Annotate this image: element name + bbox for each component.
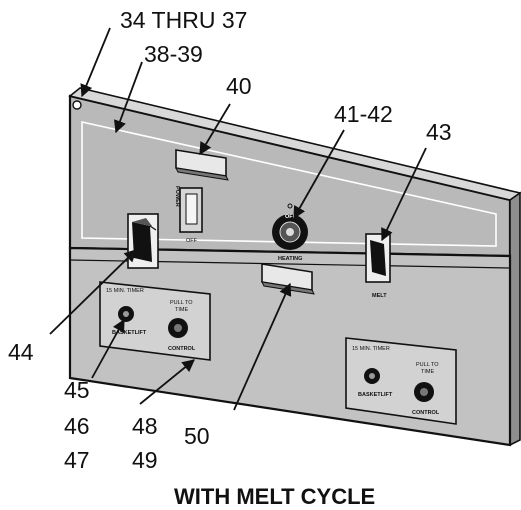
indicator-plate-40 xyxy=(175,149,229,181)
control-right-label: CONTROL xyxy=(412,410,440,416)
callout-40: 40 xyxy=(226,73,252,99)
control-left-label: CONTROL xyxy=(168,346,196,352)
callout-38-39: 38-39 xyxy=(144,41,203,67)
basketlift-left-label: BASKETLIFT xyxy=(112,330,147,336)
callout-48: 48 xyxy=(132,413,158,439)
melt-label: MELT xyxy=(372,293,387,299)
timer-left-label: 15 MIN. TIMER xyxy=(106,288,144,294)
leader-50 xyxy=(233,282,292,411)
leader-38-39 xyxy=(114,61,143,134)
heating-label: HEATING xyxy=(278,256,302,262)
leader-43 xyxy=(381,147,427,242)
leader-41-42 xyxy=(293,129,345,220)
power-switch: POWER OFF xyxy=(174,186,203,244)
inner-panel-outline xyxy=(81,121,497,247)
dial-off-label: OFF xyxy=(285,214,297,220)
callout-50: 50 xyxy=(184,423,210,449)
panel-right-edge xyxy=(509,191,521,447)
figure-caption: WITH MELT CYCLE xyxy=(174,484,375,509)
leader-40 xyxy=(199,103,231,156)
pull-to-time-right-label: PULL TO xyxy=(416,362,439,368)
callout-47: 47 xyxy=(64,447,90,473)
time-right-label: TIME xyxy=(421,369,434,375)
leader-48 xyxy=(139,359,195,405)
leader-44 xyxy=(49,249,137,335)
callout-34-37: 34 THRU 37 xyxy=(120,7,247,33)
time-left-label: TIME xyxy=(175,307,188,313)
callout-43: 43 xyxy=(426,119,452,145)
leader-lines xyxy=(49,27,427,411)
callout-41-42: 41-42 xyxy=(334,101,393,127)
timer-panel-left: 15 MIN. TIMER BASKETLIFT PULL TO TIME CO… xyxy=(99,281,211,361)
power-label: POWER xyxy=(174,186,180,207)
callout-44: 44 xyxy=(8,339,34,365)
timer-right-label: 15 MIN. TIMER xyxy=(352,346,390,352)
pull-to-time-left-label: PULL TO xyxy=(170,300,193,306)
basketlift-right-label: BASKETLIFT xyxy=(358,392,393,398)
callout-46: 46 xyxy=(64,413,90,439)
rocker-switch-44 xyxy=(127,213,159,269)
leader-45 xyxy=(91,318,125,379)
thermostat-dial: OFF HEATING xyxy=(272,203,308,262)
callout-49: 49 xyxy=(132,447,158,473)
mounting-screw xyxy=(72,100,82,110)
off-label: OFF xyxy=(186,238,198,244)
timer-panel-right: 15 MIN. TIMER BASKETLIFT PULL TO TIME CO… xyxy=(345,337,457,425)
melt-switch: MELT xyxy=(365,233,391,299)
leader-34-37 xyxy=(80,27,111,98)
callout-labels: 34 THRU 37 38-39 40 41-42 43 44 45 46 47… xyxy=(8,7,452,473)
callout-45: 45 xyxy=(64,377,90,403)
